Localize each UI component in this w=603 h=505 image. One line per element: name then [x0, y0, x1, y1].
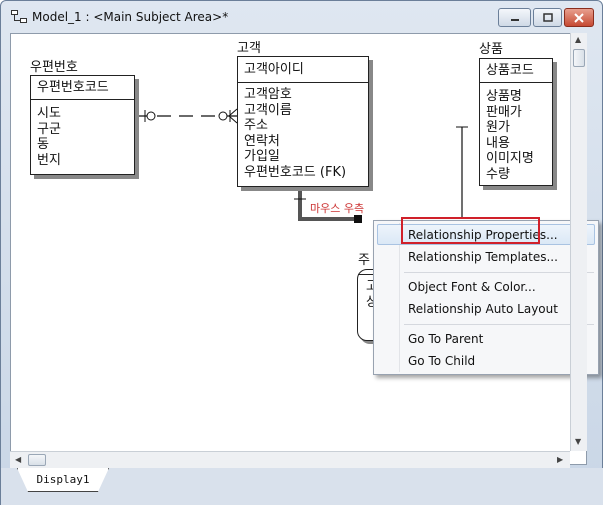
entity-product-name: 상품 [479, 42, 503, 57]
scroll-down-icon[interactable]: ▼ [575, 437, 582, 446]
close-button[interactable] [564, 8, 594, 27]
entity-zipcode-name: 우편번호 [30, 60, 78, 75]
attribute: 우편번호코드 (FK) [244, 164, 347, 180]
attribute: 동 [37, 137, 49, 152]
tab-label: Display1 [36, 473, 90, 486]
entity-zipcode-key: 우편번호코드 [31, 76, 134, 100]
attribute: 원가 [486, 120, 510, 135]
menu-item-highlight [377, 224, 595, 245]
entity-zipcode[interactable]: 우편번호코드 시도 구군 동 번지 [30, 75, 135, 175]
attribute: 시도 [37, 106, 61, 121]
scroll-right-icon[interactable]: ▶ [557, 455, 564, 464]
callout-highlight-box [401, 217, 540, 244]
minimize-icon [510, 18, 519, 21]
entity-zipcode-attributes: 시도 구군 동 번지 [37, 106, 61, 168]
entity-customer[interactable]: 고객아이디 고객암호 고객이름 주소 연락처 가입일 우편번호코드 (FK) [237, 56, 369, 187]
attribute: 구군 [37, 121, 61, 137]
entity-customer-attributes: 고객암호 고객이름 주소 연락처 가입일 우편번호코드 (FK) [244, 87, 346, 180]
scroll-left-icon[interactable]: ◀ [15, 455, 22, 464]
horizontal-scrollbar[interactable]: ◀ ▶ [10, 451, 570, 468]
window-title: Model_1 : <Main Subject Area>* [32, 10, 229, 24]
menu-item-object-font-color[interactable]: Object Font & Color... [408, 280, 536, 294]
horizontal-scroll-thumb[interactable] [28, 454, 46, 466]
attribute: 상 [366, 294, 378, 310]
attribute: 주소 [244, 118, 268, 133]
maximize-button[interactable] [533, 8, 562, 27]
entity-product-attributes: 상품명 판매가 원가 내용 이미지명 수량 [486, 89, 534, 182]
attribute: 수량 [486, 166, 510, 182]
entity-order-name: 주 [358, 253, 370, 268]
attribute: 고객이름 [244, 102, 292, 118]
menu-item-relationship-templates[interactable]: Relationship Templates... [408, 250, 558, 264]
customer-order-relationship [298, 191, 356, 221]
entity-product[interactable]: 상품코드 상품명 판매가 원가 내용 이미지명 수량 [479, 58, 553, 186]
menu-separator [404, 272, 594, 273]
vertical-scrollbar[interactable]: ▲ ▼ [570, 33, 587, 451]
attribute: 고 [366, 279, 378, 294]
display-tab-strip: Display1 [1, 468, 603, 505]
context-menu: Relationship Properties... Relationship … [373, 220, 599, 375]
menu-item-go-to-child[interactable]: Go To Child [408, 354, 476, 368]
entity-product-key: 상품코드 [480, 59, 552, 83]
vertical-scroll-thumb[interactable] [573, 49, 585, 67]
attribute: 판매가 [486, 104, 522, 120]
menu-item-relationship-auto-layout[interactable]: Relationship Auto Layout [408, 302, 558, 316]
menu-gutter [399, 223, 400, 372]
menu-separator [404, 324, 594, 325]
model-icon [11, 10, 27, 23]
menu-item-go-to-parent[interactable]: Go To Parent [408, 332, 484, 346]
tab-display1[interactable]: Display1 [17, 468, 109, 492]
annotation-right-click: 마우스 우측 [310, 202, 365, 215]
title-bar[interactable]: Model_1 : <Main Subject Area>* [1, 1, 602, 33]
attribute: 고객암호 [244, 87, 292, 102]
entity-order-attributes: 고 상 [366, 279, 378, 310]
close-icon [574, 12, 584, 23]
attribute: 내용 [486, 135, 510, 151]
entity-customer-name: 고객 [237, 41, 261, 56]
scroll-up-icon[interactable]: ▲ [575, 35, 582, 44]
attribute: 번지 [37, 152, 61, 168]
menu-item-relationship-properties[interactable]: Relationship Properties... [408, 228, 558, 242]
minimize-button[interactable] [498, 8, 531, 27]
attribute: 상품명 [486, 89, 522, 104]
attribute: 연락처 [244, 133, 280, 149]
entity-customer-key: 고객아이디 [238, 57, 368, 83]
attribute: 이미지명 [486, 151, 534, 166]
attribute: 가입일 [244, 149, 280, 164]
maximize-icon [542, 12, 553, 22]
